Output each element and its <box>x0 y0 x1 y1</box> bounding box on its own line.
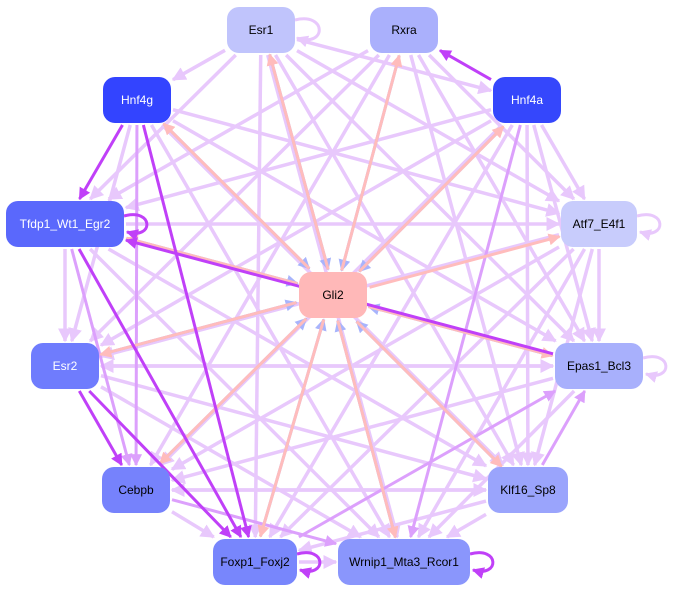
node-box <box>102 467 170 513</box>
edge-Rxra-to-Cebpb <box>149 54 391 467</box>
edge-Gli2-to-Tfdp1_Wt1_Egr2 <box>125 235 298 285</box>
edge-Rxra-to-Tfdp1_Wt1_Egr2 <box>107 49 369 201</box>
edge-Hnf4g-to-Tfdp1_Wt1_Egr2 <box>78 124 124 201</box>
node-box <box>488 467 568 513</box>
edge-Gli2-to-Klf16_Sp8 <box>355 320 503 468</box>
node-box <box>493 77 561 123</box>
edge-Klf16_Sp8-to-Wrnip1_Mta3_Rcor1 <box>445 512 487 539</box>
edge-Tfdp1_Wt1_Egr2-to-Foxp1_Foxj2 <box>77 248 243 539</box>
node-epas1_bcl3[interactable]: Epas1_Bcl3 <box>555 343 643 389</box>
node-label: Wrnip1_Mta3_Rcor1 <box>349 555 459 569</box>
node-label: Klf16_Sp8 <box>500 483 556 497</box>
node-tfdp1_wt1_egr2[interactable]: Tfdp1_Wt1_Egr2 <box>6 201 124 247</box>
node-label: Atf7_E4f1 <box>573 217 626 231</box>
node-label: Rxra <box>391 23 417 37</box>
self-loop-Tfdp1_Wt1_Egr2 <box>123 213 149 241</box>
edge-Gli2-to-Rxra <box>340 54 403 271</box>
node-hnf4g[interactable]: Hnf4g <box>103 77 171 123</box>
node-label: Hnf4g <box>121 93 153 107</box>
edge-Hnf4g-to-Cebpb <box>130 124 143 467</box>
node-label: Hnf4a <box>511 93 543 107</box>
self-loop-Foxp1_Foxj2 <box>296 551 322 579</box>
edge-Tfdp1_Wt1_Egr2-to-Klf16_Sp8 <box>107 247 488 468</box>
self-loop-Wrnip1_Mta3_Rcor1 <box>469 551 495 579</box>
node-gli2[interactable]: Gli2 <box>299 272 367 318</box>
node-label: Foxp1_Foxj2 <box>220 555 290 569</box>
node-hnf4a[interactable]: Hnf4a <box>493 77 561 123</box>
edge-Hnf4a-to-Esr2 <box>99 119 492 347</box>
self-loop-Esr1 <box>294 17 321 48</box>
node-label: Tfdp1_Wt1_Egr2 <box>20 217 111 231</box>
edge-Esr1-to-Klf16_Sp8 <box>273 54 516 467</box>
self-loop-Atf7_E4f1 <box>636 213 662 241</box>
edge-Hnf4g-to-Atf7_E4f1 <box>172 107 561 217</box>
edge-Gli2-to-Wrnip1_Mta3_Rcor1 <box>336 320 399 539</box>
self-loop-Epas1_Bcl3 <box>642 355 668 383</box>
edge-Gli2-to-Cebpb <box>158 317 308 465</box>
edge-Hnf4g-to-Foxp1_Foxj2 <box>141 124 252 539</box>
node-box <box>31 343 99 389</box>
edge-Klf16_Sp8-to-Epas1_Bcl3 <box>541 389 586 466</box>
node-klf16_sp8[interactable]: Klf16_Sp8 <box>488 467 568 513</box>
edge-Hnf4a-to-Atf7_E4f1 <box>540 124 586 201</box>
node-label: Esr1 <box>249 23 274 37</box>
edge-Esr1-to-Foxp1_Foxj2 <box>248 54 263 539</box>
edge-Hnf4g-to-Epas1_Bcl3 <box>172 119 557 343</box>
edge-Gli2-to-Esr1 <box>266 53 330 270</box>
edge-Hnf4a-to-Rxra <box>438 49 492 81</box>
edge-Gli2-to-Hnf4a <box>358 125 505 273</box>
node-atf7_e4f1[interactable]: Atf7_E4f1 <box>561 201 637 247</box>
node-label: Epas1_Bcl3 <box>567 359 631 373</box>
edge-Esr1-to-Hnf4g <box>171 48 226 82</box>
node-box <box>555 343 643 389</box>
node-box <box>370 7 438 53</box>
edge-Gli2-to-Atf7_E4f1 <box>369 233 561 289</box>
node-box <box>227 7 295 53</box>
node-box <box>561 201 637 247</box>
edge-Gli2-to-Foxp1_Foxj2 <box>257 319 326 538</box>
edge-Atf7_E4f1-to-Cebpb <box>170 245 560 471</box>
node-rxra[interactable]: Rxra <box>370 7 438 53</box>
node-box <box>338 539 470 585</box>
node-box <box>299 272 367 318</box>
node-cebpb[interactable]: Cebpb <box>102 467 170 513</box>
node-label: Cebpb <box>118 483 154 497</box>
edge-Hnf4a-to-Tfdp1_Wt1_Egr2 <box>124 107 492 212</box>
node-wrnip1_mta3_rcor1[interactable]: Wrnip1_Mta3_Rcor1 <box>338 539 470 585</box>
edge-Gli2-to-Epas1_Bcl3 <box>368 305 554 359</box>
edge-Esr2-to-Foxp1_Foxj2 <box>88 389 232 539</box>
node-foxp1_foxj2[interactable]: Foxp1_Foxj2 <box>213 539 297 585</box>
node-box <box>103 77 171 123</box>
node-esr1[interactable]: Esr1 <box>227 7 295 53</box>
edge-Gli2-to-Hnf4g <box>162 122 311 270</box>
node-label: Gli2 <box>322 288 344 302</box>
edge-Esr2-to-Cebpb <box>78 390 123 467</box>
edge-Cebpb-to-Foxp1_Foxj2 <box>171 510 215 539</box>
node-esr2[interactable]: Esr2 <box>31 343 99 389</box>
edge-Cebpb-to-Wrnip1_Mta3_Rcor1 <box>171 498 338 547</box>
node-box <box>213 539 297 585</box>
node-box <box>6 201 124 247</box>
edge-Foxp1_Foxj2-to-Epas1_Bcl3 <box>298 389 557 539</box>
edge-Epas1_Bcl3-to-Cebpb <box>170 376 554 484</box>
node-label: Esr2 <box>53 359 78 373</box>
